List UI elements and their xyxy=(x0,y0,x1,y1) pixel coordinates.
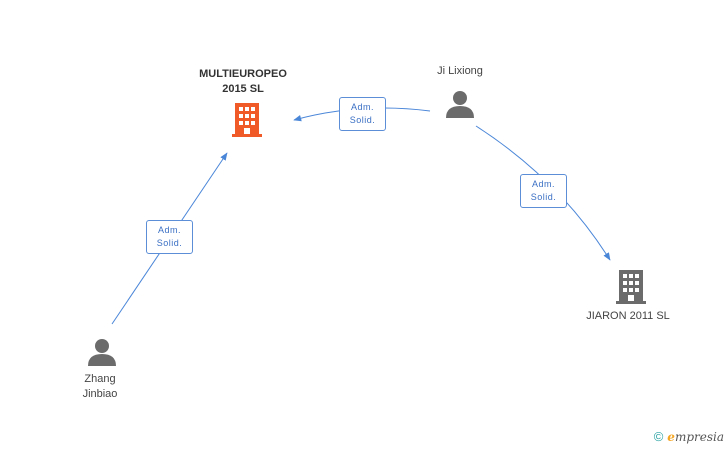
edge-label-line: Solid. xyxy=(156,238,183,248)
edge-label-line: Adm. xyxy=(157,225,181,235)
brand-initial: e xyxy=(667,430,675,444)
copyright-footer: ©empresia xyxy=(654,429,724,444)
edge-label-ji-to-jiaron[interactable]: Adm. Solid. xyxy=(520,174,567,208)
node-label-line: 2015 SL xyxy=(222,83,264,95)
node-label-line: Jinbiao xyxy=(82,388,118,400)
brand-name: mpresia xyxy=(674,430,724,444)
building-icon[interactable] xyxy=(616,270,646,304)
edge-label-line: Solid. xyxy=(349,115,376,125)
node-label-zhang-jinbiao[interactable]: Zhang Jinbiao xyxy=(60,372,140,402)
node-label-multieuropeo[interactable]: MULTIEUROPEO 2015 SL xyxy=(178,67,308,97)
edge-label-line: Solid. xyxy=(530,192,557,202)
edge-label-line: Adm. xyxy=(531,179,555,189)
edge-label-line: Adm. xyxy=(350,102,374,112)
edge-label-ji-to-multieuropeo[interactable]: Adm. Solid. xyxy=(339,97,386,131)
edge-label-zhang-to-multieuropeo[interactable]: Adm. Solid. xyxy=(146,220,193,254)
brand-logo[interactable]: empresia xyxy=(667,430,724,444)
node-label-line: Zhang xyxy=(84,373,116,385)
node-label-ji-lixiong[interactable]: Ji Lixiong xyxy=(410,64,510,79)
node-label-line: Ji Lixiong xyxy=(437,65,483,77)
building-icon[interactable] xyxy=(232,103,262,137)
node-label-line: MULTIEUROPEO xyxy=(199,68,287,80)
person-icon[interactable] xyxy=(88,339,116,366)
person-icon[interactable] xyxy=(446,91,474,118)
node-label-line: JIARON 2011 SL xyxy=(586,310,670,322)
copyright-symbol: © xyxy=(653,429,664,444)
node-label-jiaron[interactable]: JIARON 2011 SL xyxy=(572,309,684,324)
